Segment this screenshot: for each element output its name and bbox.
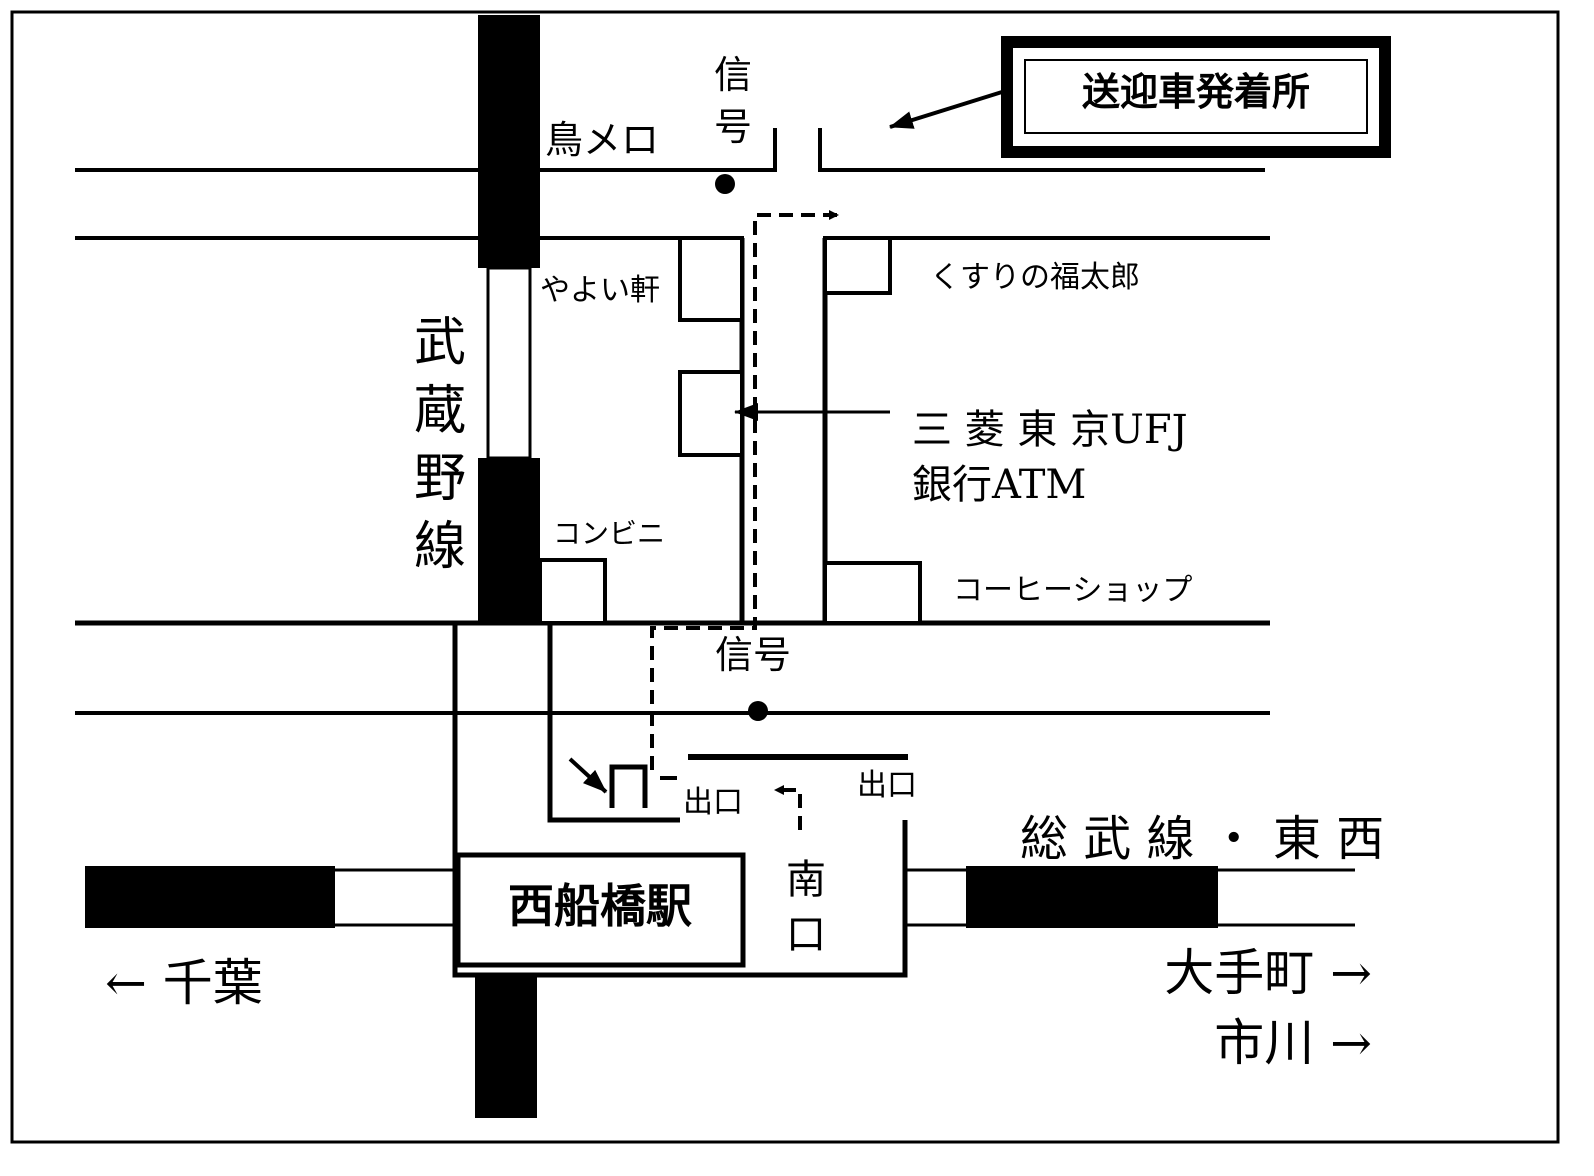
pickup-label: 送迎車発着所 [1082,70,1310,114]
label-signal-top-1: 信 [714,53,752,97]
sobu-line [85,866,1355,928]
label-sobu: 総 武 線 ・ 東 西 [1020,811,1384,867]
signal-dot-mid [748,701,768,721]
label-musashino-4: 線 [414,517,466,577]
label-signal-mid: 信号 [715,633,791,677]
walking-route [650,210,839,830]
label-signal-top-2: 号 [714,105,752,149]
musashino-line [475,15,540,1118]
label-atm-1: 三 菱 東 京UFJ [912,407,1188,453]
label-coffee: コーヒーショップ [953,573,1192,608]
station-name-box [455,852,746,968]
label-exit-left: 出口 [683,785,743,820]
map-border [10,10,1560,1144]
label-kusuri: くすりの福太郎 [930,260,1140,295]
label-atm-2: 銀行ATM [912,462,1086,508]
label-south-2: 口 [786,912,826,958]
signal-dot-top [715,174,735,194]
label-ichikawa: 市川 → [1214,1014,1372,1072]
roads [75,128,1270,715]
label-konbini: コンビニ [553,517,665,550]
buildings [538,236,922,625]
label-exit-right: 出口 [857,768,917,803]
label-south-1: 南 [786,857,826,903]
gate-arrow [568,757,608,794]
pickup-arrow [889,90,1003,129]
station-name: 西船橋駅 [508,879,692,933]
station-outline [452,623,908,978]
label-yayoiken: やよい軒 [540,273,660,308]
label-otemachi: 大手町 → [1164,944,1372,1002]
label-musashino-3: 野 [414,449,466,509]
label-torimero: 鳥メロ [545,118,659,162]
label-musashino-1: 武 [414,313,466,373]
label-musashino-2: 蔵 [414,381,466,441]
label-chiba: ← 千葉 [105,954,263,1012]
